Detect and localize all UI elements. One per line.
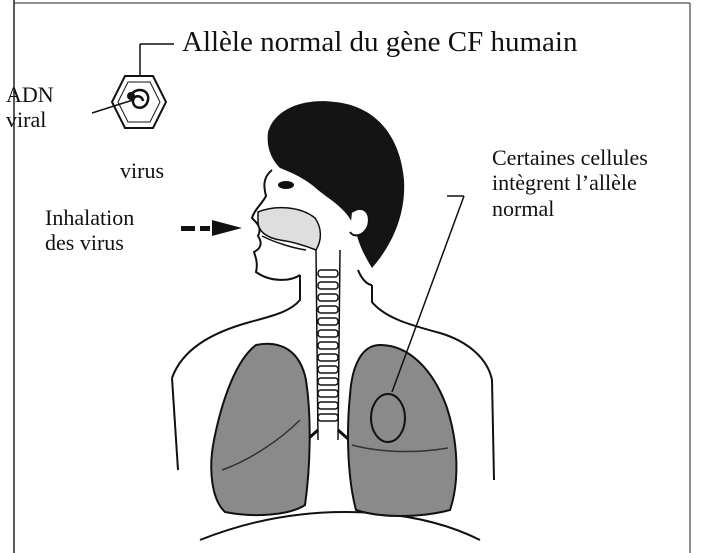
cells-label-line2: intègrent l’allèle (492, 170, 648, 195)
virus-particle (112, 76, 166, 128)
torso-bottom-outline (200, 512, 480, 540)
trachea (316, 250, 340, 440)
inhalation-dash-2 (200, 226, 210, 231)
torso-left-side (172, 378, 178, 470)
virus-label: virus (120, 158, 164, 183)
cells-label-line3: normal (492, 196, 648, 221)
eye (278, 181, 294, 189)
cells-label-line1: Certaines cellules (492, 145, 648, 170)
virus-capsid (112, 76, 166, 128)
inhalation-label: Inhalation des virus (45, 205, 134, 256)
cells-pointer-line (392, 196, 464, 392)
gene-title: Allèle normal du gène CF humain (182, 26, 577, 59)
nasal-cavity (258, 208, 320, 250)
viral-dna-label-line1: ADN (6, 82, 54, 107)
viral-dna-label: ADN viral (6, 82, 54, 133)
inhalation-label-line2: des virus (45, 230, 134, 255)
trachea-rings (318, 270, 338, 421)
viral-dna-label-line2: viral (6, 107, 54, 132)
inhalation-arrowhead (212, 220, 242, 236)
neck-back (358, 270, 372, 285)
inhalation-label-line1: Inhalation (45, 205, 134, 230)
ear (350, 209, 369, 236)
inhalation-dash-1 (181, 226, 195, 231)
inhalation-arrows (181, 220, 242, 236)
cells-label: Certaines cellules intègrent l’allèle no… (492, 145, 648, 221)
viral-dna-dot (128, 93, 134, 99)
left-lung (211, 344, 309, 515)
